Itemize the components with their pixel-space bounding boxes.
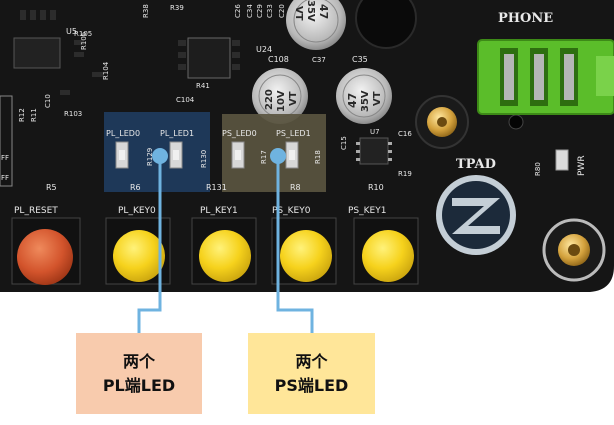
gold-mounting-hole <box>415 95 469 149</box>
pl-led-callout-box: 两个 PL端LED <box>76 333 202 414</box>
svg-text:C104: C104 <box>176 96 195 104</box>
svg-text:R38: R38 <box>142 4 150 18</box>
u7-chip: U7 <box>356 128 392 165</box>
leader-lines <box>137 156 314 333</box>
capacitor-c35: C35 47 35V VT <box>336 55 392 124</box>
pl-callout-line2: PL端LED <box>102 375 176 395</box>
ps-leader-line <box>276 156 314 333</box>
u24-chip <box>187 37 231 79</box>
svg-text:C37: C37 <box>312 56 326 64</box>
svg-text:VT: VT <box>372 91 383 106</box>
btn-label-pl-reset: PL_RESET <box>14 206 58 216</box>
svg-text:C26: C26 <box>234 4 242 18</box>
svg-text:47: 47 <box>317 4 330 19</box>
ps-leader-dot <box>270 148 286 164</box>
led-label-pl-led0: PL_LED0 <box>106 129 140 138</box>
pl-callout-line1: 两个 <box>122 351 155 371</box>
svg-text:35V: 35V <box>305 0 316 22</box>
btn-label-ps-key0: PS_KEY0 <box>272 206 311 216</box>
svg-text:10V: 10V <box>276 90 287 112</box>
btn-label-pl-key1: PL_KEY1 <box>200 206 238 216</box>
led-label-ps-led0: PS_LED0 <box>222 129 257 138</box>
ps-callout-line1: 两个 <box>295 351 328 371</box>
ps-key0-button <box>280 230 332 282</box>
pl-leader-dot <box>152 148 168 164</box>
svg-text:R80: R80 <box>534 162 542 176</box>
svg-text:R41: R41 <box>196 82 210 90</box>
svg-text:C16: C16 <box>398 130 412 138</box>
led-resistor-labels: R129 R130 R17 R18 <box>146 148 322 168</box>
capacitor-c108: C108 220 10V VT <box>252 55 308 124</box>
u5-label: U5 <box>66 27 77 36</box>
led-labels: PL_LED0 PL_LED1 PS_LED0 PS_LED1 <box>106 129 311 138</box>
svg-text:R104: R104 <box>102 61 110 80</box>
svg-text:R8: R8 <box>290 183 301 192</box>
svg-text:47: 47 <box>346 93 359 108</box>
btn-label-pl-key0: PL_KEY0 <box>118 206 156 216</box>
svg-text:VT: VT <box>288 91 299 106</box>
u5-chip <box>13 37 61 69</box>
smd-leds <box>115 141 299 169</box>
button-resistor-labels: R5 R6 R131 R8 R10 <box>46 183 384 192</box>
svg-text:35V: 35V <box>360 90 371 112</box>
push-buttons <box>11 217 419 285</box>
svg-text:R105: R105 <box>74 30 92 38</box>
svg-text:R130: R130 <box>200 150 208 168</box>
svg-text:FF: FF <box>1 174 9 182</box>
svg-text:R12: R12 <box>18 108 26 122</box>
svg-text:C20: C20 <box>278 4 286 18</box>
bottom-right-mounting-hole <box>542 218 606 282</box>
phone-jack-connector <box>477 39 614 115</box>
svg-text:R11: R11 <box>30 108 38 122</box>
top-electrolytic-capacitor: 47 35V VT C37 <box>286 0 346 64</box>
component-refs: R105 R106 R104 R103 C10 R12 R11 C26 C34 … <box>18 4 542 178</box>
svg-text:R18: R18 <box>314 150 322 164</box>
svg-text:R103: R103 <box>64 110 82 118</box>
solder-pads <box>20 10 240 95</box>
svg-text:C15: C15 <box>340 136 348 150</box>
svg-text:R131: R131 <box>206 183 227 192</box>
ps-led-callout-box: 两个 PS端LED <box>248 333 375 414</box>
tpad-logo <box>436 175 516 255</box>
svg-text:R129: R129 <box>146 148 154 166</box>
svg-text:VT: VT <box>293 6 304 21</box>
btn-label-ps-key1: PS_KEY1 <box>348 206 386 216</box>
svg-text:R106: R106 <box>80 31 88 50</box>
svg-text:C108: C108 <box>268 55 289 64</box>
ps-callout-line2: PS端LED <box>274 375 349 395</box>
svg-text:U7: U7 <box>370 128 380 136</box>
svg-text:R5: R5 <box>46 183 57 192</box>
svg-text:C35: C35 <box>352 55 368 64</box>
pl-leader-line <box>137 156 162 333</box>
svg-text:R39: R39 <box>170 4 184 12</box>
svg-text:R10: R10 <box>368 183 384 192</box>
mounting-hole-top <box>355 0 417 49</box>
svg-text:C34: C34 <box>246 4 254 18</box>
pl-key0-button <box>113 230 165 282</box>
left-edge-labels: FF FF <box>0 95 13 187</box>
svg-text:FF: FF <box>1 154 9 162</box>
svg-text:R19: R19 <box>398 170 412 178</box>
svg-text:R6: R6 <box>130 183 141 192</box>
led-label-ps-led1: PS_LED1 <box>276 129 311 138</box>
svg-text:C33: C33 <box>266 4 274 18</box>
ps-key1-button <box>362 230 414 282</box>
phone-label: PHONE <box>498 11 553 26</box>
pwr-led-area: PWR <box>555 149 587 176</box>
pl-reset-button <box>17 229 73 285</box>
svg-text:C29: C29 <box>256 4 264 18</box>
svg-text:220: 220 <box>264 89 275 110</box>
svg-text:PWR: PWR <box>577 155 587 176</box>
led-label-pl-led1: PL_LED1 <box>160 129 194 138</box>
u24-label: U24 <box>256 45 272 54</box>
small-hole <box>508 114 524 130</box>
svg-text:R17: R17 <box>260 150 268 164</box>
pl-key1-button <box>199 230 251 282</box>
button-labels: PL_RESET PL_KEY0 PL_KEY1 PS_KEY0 PS_KEY1 <box>14 206 386 216</box>
tpad-label: TPAD <box>456 157 496 172</box>
svg-text:C10: C10 <box>44 94 52 108</box>
